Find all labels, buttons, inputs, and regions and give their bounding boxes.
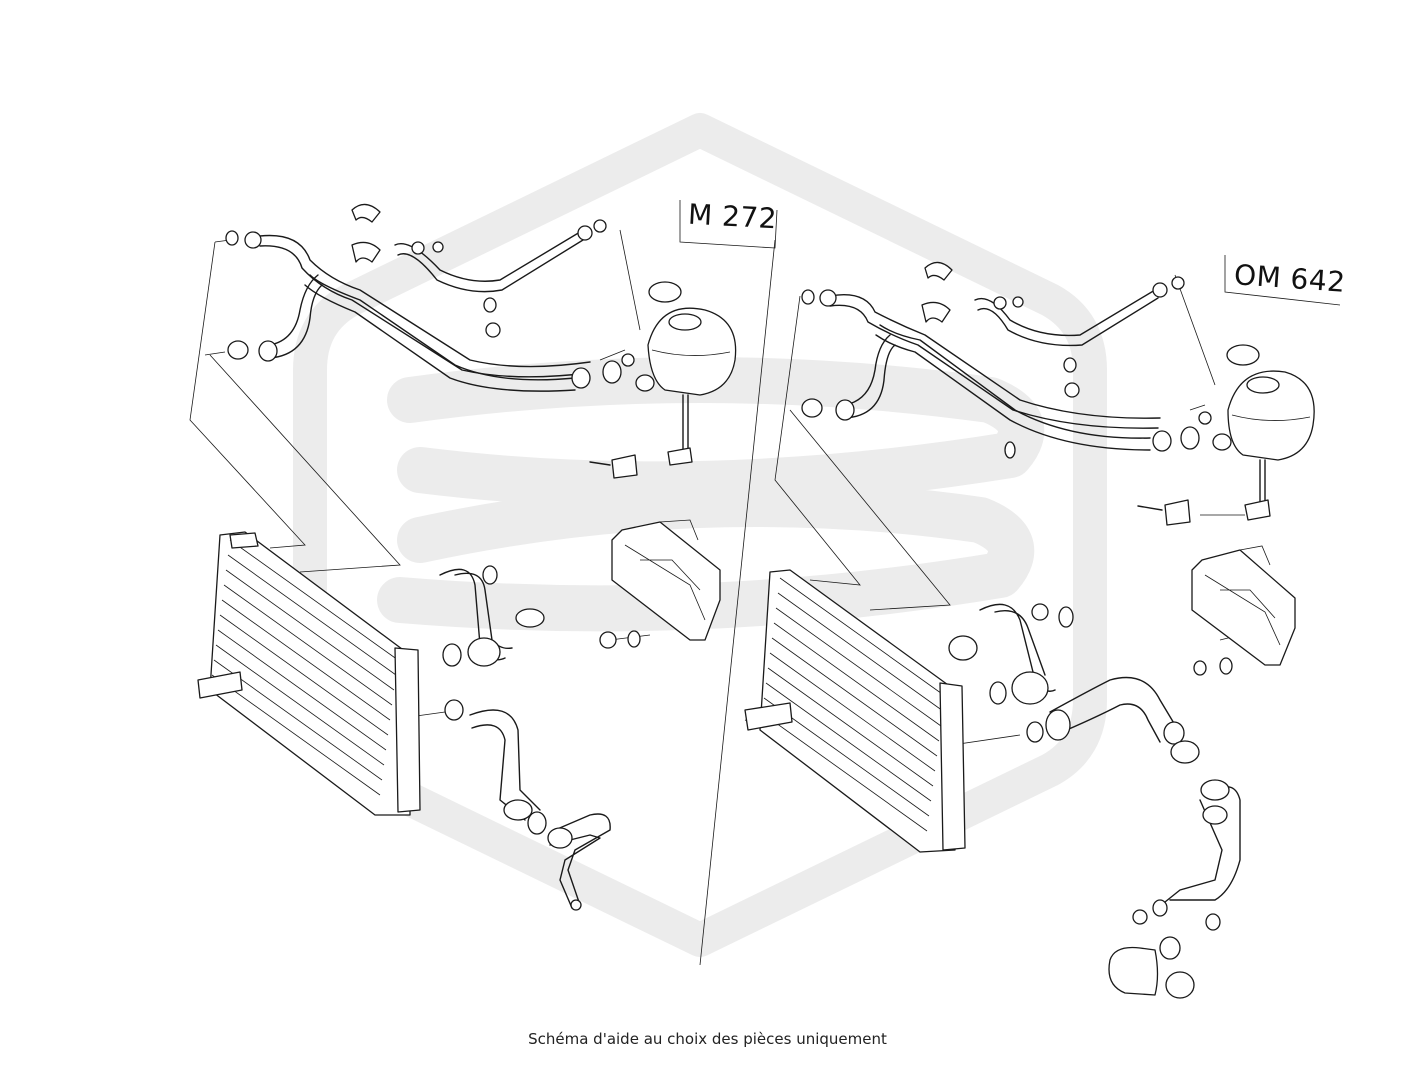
vent-line — [394, 231, 584, 293]
watermark-logo — [293, 113, 1107, 957]
radiator-right — [744, 569, 966, 853]
bracket-right — [1191, 545, 1296, 666]
radiator-lower-hose — [469, 709, 541, 821]
bracket-left — [599, 519, 721, 649]
upper-hose-r2 — [879, 324, 1151, 439]
upper-hose-r2b — [875, 334, 1151, 451]
outlet-hose — [549, 813, 611, 909]
thermostat-pipe-r — [1154, 786, 1241, 911]
expansion-tank-right — [1137, 344, 1315, 526]
leader-lines-right — [744, 274, 1245, 761]
engine-label-m272: M 272 — [687, 197, 778, 236]
clamps-bottom-right — [948, 603, 1233, 999]
upper-hose-r1b — [829, 304, 1159, 429]
label-frame-left — [679, 200, 778, 249]
radiator-left — [197, 531, 421, 816]
diagram-caption: Schéma d'aide au choix des pièces unique… — [528, 1030, 887, 1048]
radiator-hose-r — [979, 603, 1056, 692]
divider-line — [699, 239, 776, 966]
upper-hose-2b — [304, 284, 576, 392]
vent-line-r — [974, 289, 1159, 347]
assembly-m272 — [189, 203, 737, 911]
upper-hose-r1 — [829, 294, 1161, 419]
clamps-bottom-left — [442, 565, 582, 911]
large-hose-r — [1049, 676, 1179, 743]
label-frame-right — [1224, 255, 1341, 306]
lower-left-hose-r — [844, 334, 896, 419]
upper-hose-1b — [259, 245, 589, 378]
clamps-top-left — [225, 203, 655, 392]
clamps-top-right — [801, 261, 1232, 459]
lower-left-hose — [269, 274, 323, 359]
upper-hose-2 — [309, 274, 576, 381]
expansion-tank-left — [589, 281, 737, 479]
upper-hose-1 — [259, 234, 591, 368]
assembly-om642 — [744, 261, 1315, 999]
